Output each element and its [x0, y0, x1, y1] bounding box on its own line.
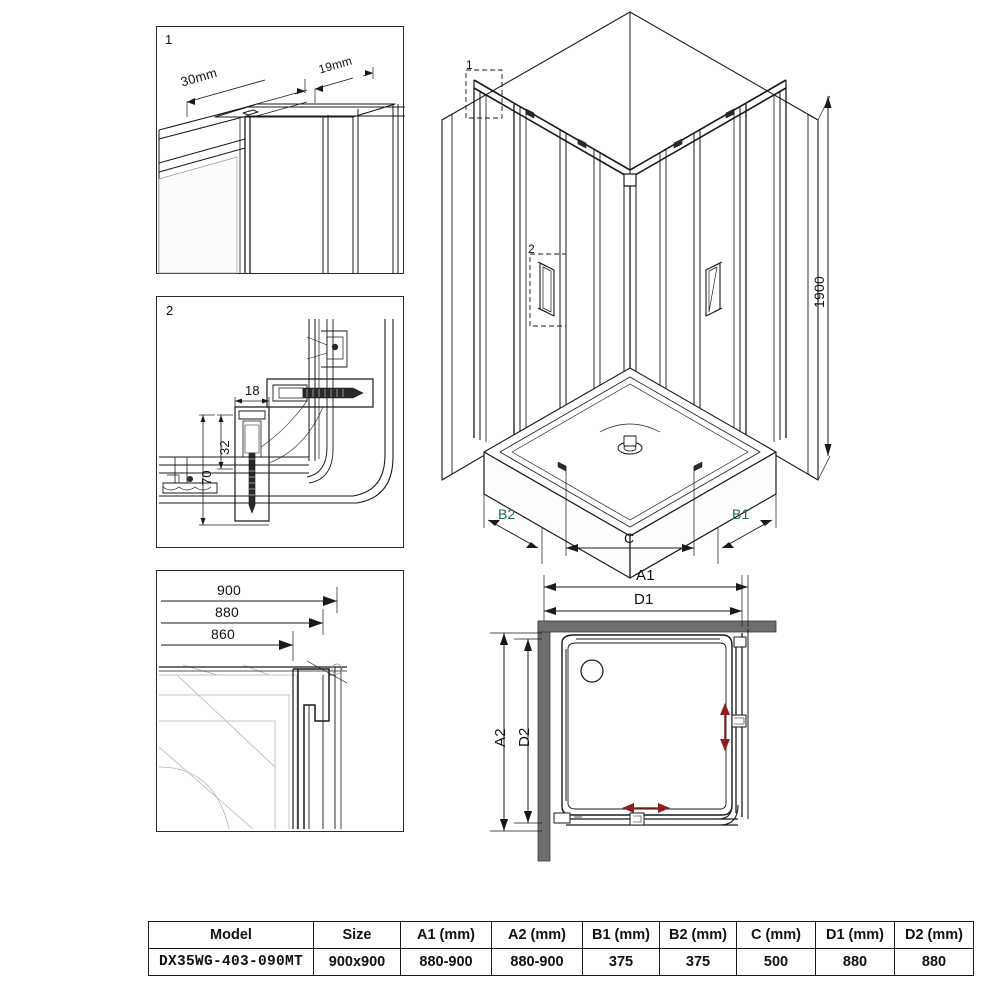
header-d1: D1 (mm)	[815, 920, 895, 950]
cell-c: 500	[736, 948, 816, 977]
detail-3-dim-900: 900	[217, 582, 241, 598]
header-model: Model	[148, 920, 314, 950]
isometric-drawing	[441, 11, 832, 579]
iso-callout-2: 2	[528, 242, 535, 256]
iso-callout-1: 1	[466, 58, 473, 72]
slide-arrow-horizontal	[622, 803, 670, 813]
cell-b2: 375	[659, 948, 737, 977]
plan-view: A1 D1 A2 D2	[470, 565, 800, 865]
detail-panel-3-drawing	[158, 587, 348, 830]
header-a1: A1 (mm)	[400, 920, 492, 950]
header-d2: D2 (mm)	[894, 920, 974, 950]
cell-model: DX35WG-403-090MT	[148, 948, 314, 977]
iso-dim-b2: B2	[498, 506, 516, 522]
cell-a2: 880-900	[491, 948, 583, 977]
cell-a1: 880-900	[400, 948, 492, 977]
table-row: DX35WG-403-090MT 900x900 880-900 880-900…	[148, 948, 974, 977]
slide-arrow-vertical	[720, 703, 730, 751]
detail-panel-1-drawing	[158, 67, 405, 274]
spec-table-header-row: Model Size A1 (mm) A2 (mm) B1 (mm) B2 (m…	[148, 920, 974, 950]
detail-3-dim-880: 880	[215, 604, 239, 620]
plan-drawing	[490, 575, 777, 862]
detail-2-dim-32: 32	[217, 440, 232, 455]
header-c: C (mm)	[736, 920, 816, 950]
plan-dim-a2: A2	[492, 728, 509, 747]
plan-dim-a1: A1	[636, 567, 655, 584]
spec-table: Model Size A1 (mm) A2 (mm) B1 (mm) B2 (m…	[148, 920, 974, 977]
detail-panel-3: 900 880 860	[156, 570, 404, 832]
cell-d2: 880	[894, 948, 974, 977]
plan-dim-d2: D2	[516, 727, 533, 747]
iso-height-1900: 1900	[811, 276, 827, 308]
detail-3-dim-860: 860	[211, 626, 235, 642]
cell-d1: 880	[815, 948, 895, 977]
detail-panel-2-number: 2	[166, 303, 174, 318]
detail-2-dim-70: 70	[199, 470, 214, 485]
cell-b1: 375	[582, 948, 660, 977]
iso-dim-c: C	[624, 530, 635, 546]
detail-panel-1: 1	[156, 26, 405, 274]
wall-vertical	[537, 620, 551, 862]
wall-horizontal	[537, 620, 777, 633]
detail-panel-2: 2	[156, 296, 404, 548]
header-a2: A2 (mm)	[491, 920, 583, 950]
isometric-view: 1 2 1900 B2 B1 C	[430, 8, 850, 579]
iso-dim-b1: B1	[732, 506, 750, 522]
header-b2: B2 (mm)	[659, 920, 737, 950]
plan-dim-d1: D1	[634, 591, 654, 608]
detail-panel-1-number: 1	[165, 32, 173, 47]
header-size: Size	[313, 920, 401, 950]
detail-panel-2-drawing	[159, 319, 394, 526]
cell-size: 900x900	[313, 948, 401, 977]
header-b1: B1 (mm)	[582, 920, 660, 950]
detail-2-dim-18: 18	[245, 383, 260, 398]
